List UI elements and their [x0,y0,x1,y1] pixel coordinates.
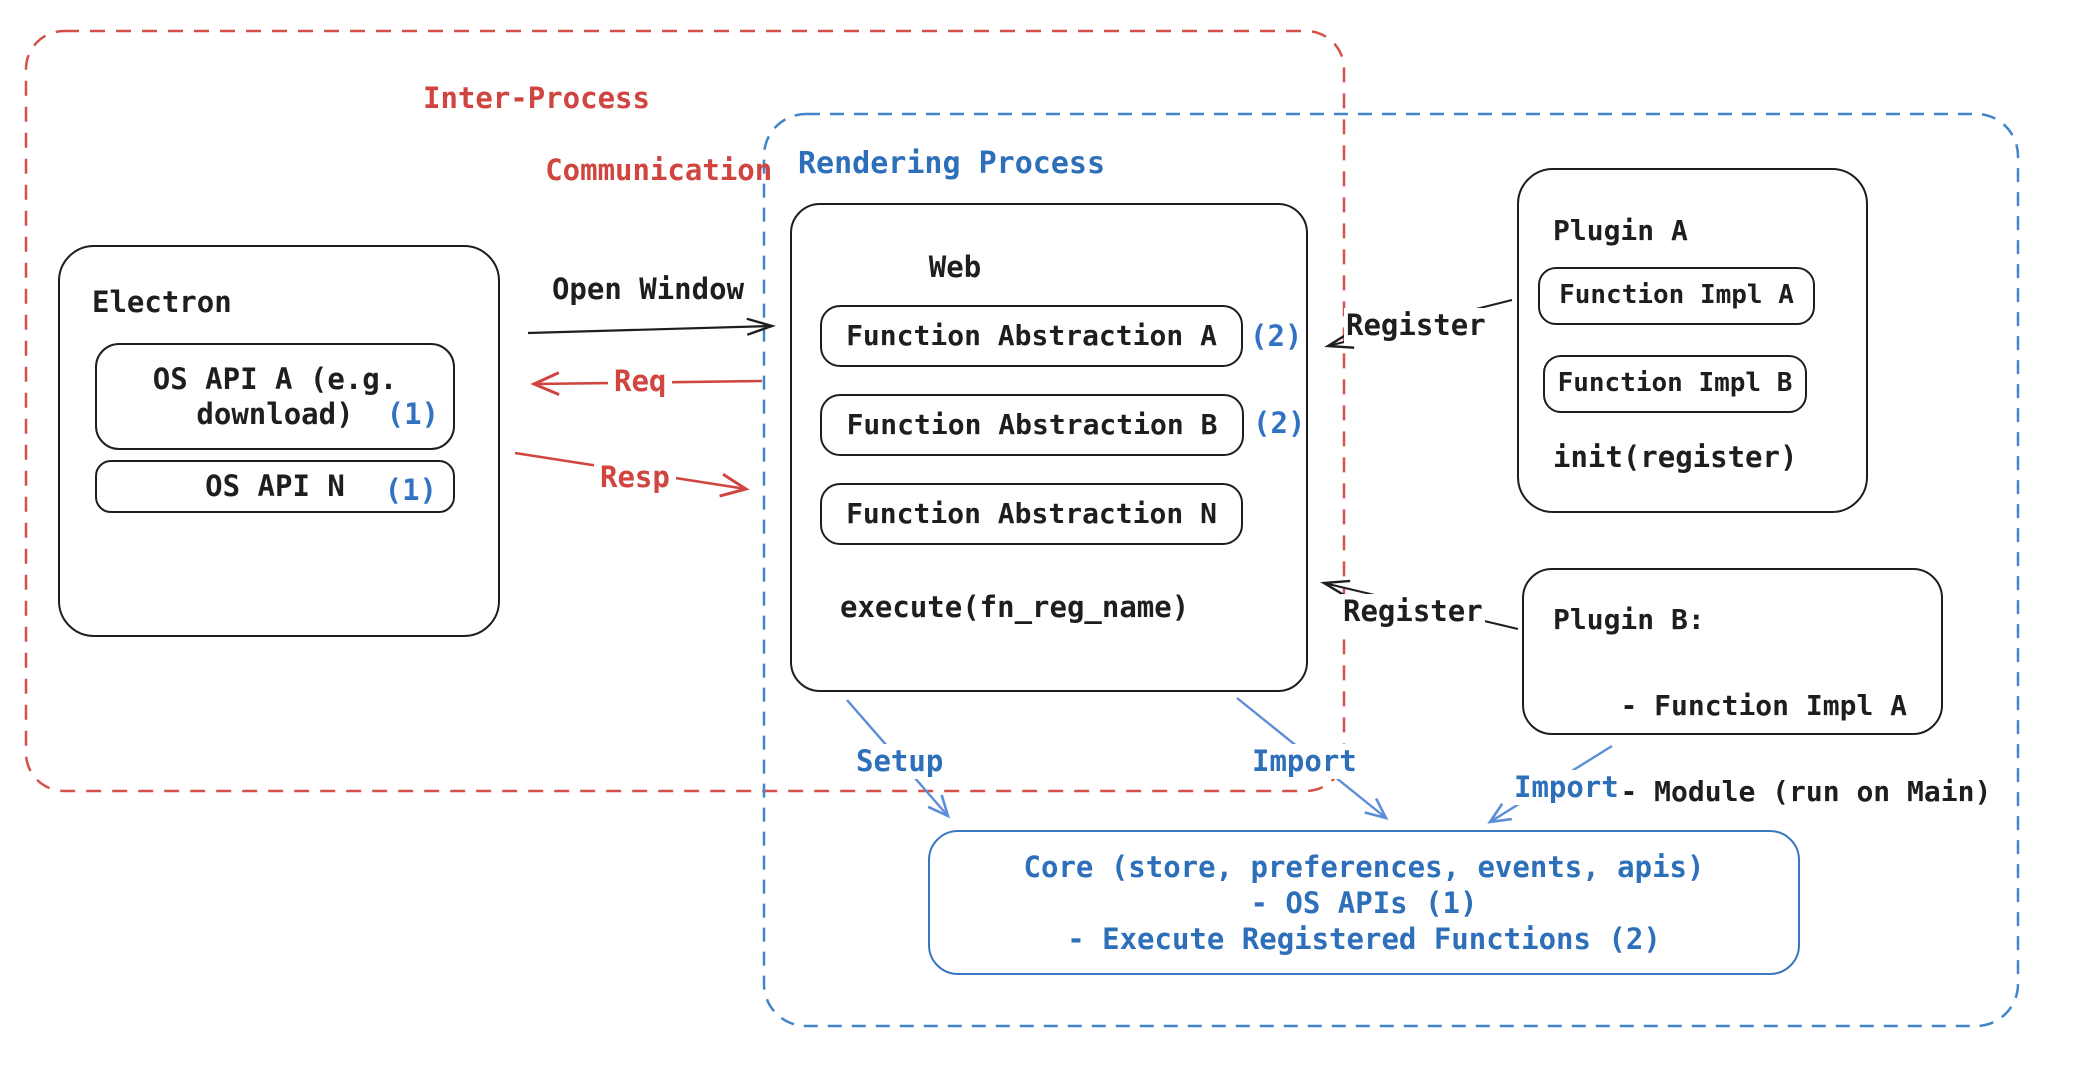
plugin-b-line-2: - Function Impl A [1620,689,1908,722]
plugin-b-line-3: - Module (run on Main) [1620,775,1992,808]
setup-label: Setup [850,744,950,779]
os-api-a-box: OS API A (e.g. download) (1) [95,343,455,450]
core-line-3: - Execute Registered Functions (2) [1067,921,1661,956]
os-api-a-badge: (1) [386,397,439,431]
os-api-a-label-line2: download) [196,396,354,431]
plugin-a-box [1517,168,1868,513]
rendering-title: Rendering Process [798,146,1106,181]
execute-label: execute(fn_reg_name) [840,590,1190,624]
import-web-label: Import [1246,744,1363,779]
function-impl-b-label: Function Impl B [1557,368,1793,399]
function-impl-a-box: Function Impl A [1538,267,1815,325]
init-register-label: init(register) [1553,440,1798,474]
open-window-arrow [527,317,776,336]
ipc-label: Inter-Process Communication [423,80,772,188]
plugin-b-text: Plugin B: - Function Impl A - Module (ru… [1553,598,1991,813]
fn-abstraction-b-box: Function Abstraction B [820,394,1244,456]
resp-label: Resp [594,460,676,495]
core-line-1: Core (store, preferences, events, apis) [1023,849,1705,884]
import-plugin-label: Import [1508,770,1625,805]
function-impl-b-box: Function Impl B [1543,355,1807,413]
os-api-a-label-line1: OS API A (e.g. [152,361,398,396]
fn-abstraction-a-badge: (2) [1250,319,1303,353]
core-box: Core (store, preferences, events, apis) … [928,830,1800,975]
os-api-n-label: OS API N [205,469,345,504]
fn-abstraction-b-label: Function Abstraction B [846,408,1218,442]
fn-abstraction-n-box: Function Abstraction N [820,483,1243,545]
core-line-2: - OS APIs (1) [1250,885,1478,920]
open-window-label: Open Window [551,272,745,306]
electron-title: Electron [92,285,232,319]
register-top-label: Register [1344,308,1488,343]
plugin-a-title: Plugin A [1553,214,1688,247]
web-title: Web [928,250,982,284]
plugin-b-line-1: Plugin B: [1553,603,1705,636]
register-bottom-label: Register [1341,594,1485,629]
fn-abstraction-b-badge: (2) [1253,406,1306,440]
os-api-n-badge: (1) [384,473,437,507]
os-api-n-box: OS API N (1) [95,460,455,513]
fn-abstraction-a-label: Function Abstraction A [846,319,1217,353]
fn-abstraction-a-box: Function Abstraction A [820,305,1243,367]
ipc-label-line2: Communication [545,153,773,187]
fn-abstraction-n-label: Function Abstraction N [846,497,1217,531]
plugin-b-box [1522,568,1943,735]
function-impl-a-label: Function Impl A [1559,280,1794,311]
ipc-label-line1: Inter-Process [423,81,650,115]
req-label: Req [608,364,673,399]
